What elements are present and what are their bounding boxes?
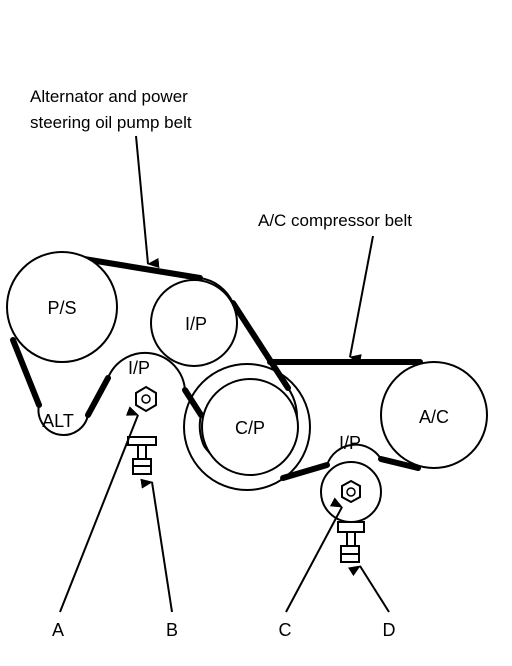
- letter-d: D: [383, 620, 396, 640]
- alt-pulley: ALT: [42, 411, 74, 431]
- ip-lower-idler: I/P: [320, 433, 382, 563]
- ip-left-pulley-label: I/P: [128, 358, 150, 378]
- letter-c: C: [279, 620, 292, 640]
- leader-d: [348, 565, 390, 613]
- ps-pulley-label: P/S: [47, 298, 76, 318]
- ac-pulley: A/C: [380, 361, 488, 469]
- leader-a: [59, 406, 139, 613]
- letter-b: B: [166, 620, 178, 640]
- ac-pulley-label: A/C: [419, 407, 449, 427]
- alt-pulley-label: ALT: [42, 411, 74, 431]
- adjusting-bolt-d: [346, 531, 356, 547]
- ip-left-idler: I/P: [127, 358, 157, 475]
- leader-b: [140, 478, 173, 613]
- letter-a: A: [52, 620, 64, 640]
- cp-pulley-label: C/P: [235, 418, 265, 438]
- ip-upper-pulley: I/P: [150, 279, 238, 367]
- ip-lower-bracket: [337, 521, 365, 533]
- ac-belt-leader: [349, 235, 374, 364]
- ip-left-bracket: [127, 436, 157, 446]
- ip-upper-pulley-label: I/P: [185, 314, 207, 334]
- ip-lower-pulley-label: I/P: [339, 433, 361, 453]
- alt-ps-belt-label-line1: Alternator and power: [30, 87, 188, 106]
- alt-ps-belt-leader: [135, 135, 160, 268]
- adjusting-bolt-b: [137, 444, 147, 460]
- leader-c: [285, 497, 343, 613]
- ac-belt-label: A/C compressor belt: [258, 211, 412, 230]
- alt-ps-belt: [10, 255, 299, 470]
- ps-pulley: P/S: [6, 251, 118, 363]
- cp-pulley: C/P: [201, 378, 299, 476]
- alt-ps-belt-label-line2: steering oil pump belt: [30, 113, 192, 132]
- ac-compressor-belt: [267, 359, 423, 481]
